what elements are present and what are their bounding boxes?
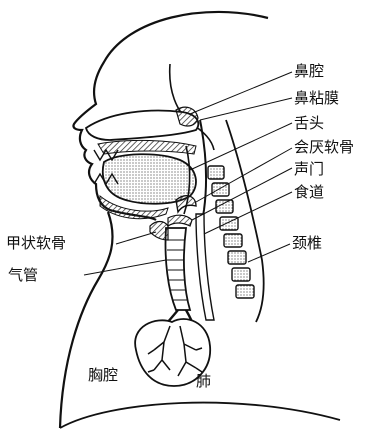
- label-trachea: 气管: [8, 266, 38, 284]
- palate-shape: [98, 140, 196, 154]
- label-nasal-cavity: 鼻腔: [294, 62, 324, 80]
- label-cervical-vertebra: 颈椎: [292, 234, 322, 252]
- thyroid-cartilage-shape: [150, 222, 168, 241]
- cervical-vertebrae: [208, 166, 254, 298]
- esophagus-shape: [196, 214, 214, 320]
- label-glottis: 声门: [294, 160, 324, 178]
- label-esophagus: 食道: [294, 183, 324, 201]
- label-lung: 肺: [196, 372, 211, 390]
- label-tongue: 舌头: [294, 114, 324, 132]
- label-nasal-mucosa: 鼻粘膜: [294, 89, 339, 107]
- shoulder-outline: [60, 403, 340, 428]
- label-thoracic-cavity: 胸腔: [88, 366, 118, 384]
- label-epiglottis: 会厌软骨: [294, 138, 354, 156]
- nasal-mucosa-shape: [176, 107, 198, 126]
- neck-front-outline: [60, 212, 113, 428]
- label-thyroid-cartilage: 甲状软骨: [6, 234, 66, 252]
- glottis-shape: [168, 215, 192, 226]
